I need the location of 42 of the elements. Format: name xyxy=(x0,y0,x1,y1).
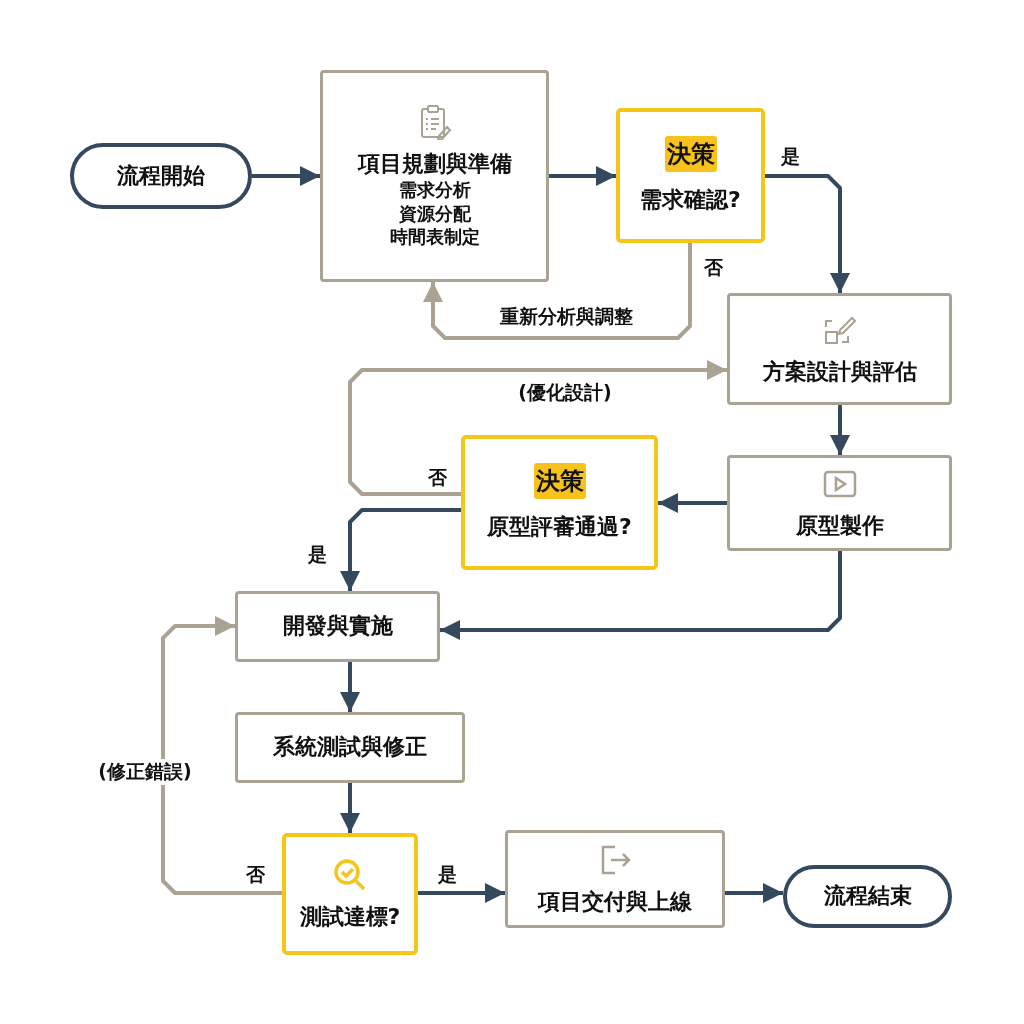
node-label: 項目交付與上線 xyxy=(538,887,692,916)
process-box xyxy=(235,591,440,662)
node-label: 流程結束 xyxy=(823,882,912,911)
arrow xyxy=(418,883,505,903)
process-box xyxy=(320,70,549,282)
arrow xyxy=(340,508,461,591)
node-label: 項目規劃與準備 xyxy=(357,149,512,178)
decision-box xyxy=(616,108,765,243)
highlighted-label: 決策 xyxy=(664,136,717,173)
arrow xyxy=(161,616,282,895)
process-box xyxy=(505,830,725,928)
subtask-text: 需求分析 xyxy=(398,178,471,202)
arrow xyxy=(252,166,320,186)
edge-label: 是 xyxy=(434,862,460,888)
subtask-text: 資源分配 xyxy=(398,201,471,225)
highlighted-label: 決策 xyxy=(533,463,586,500)
arrow xyxy=(725,883,783,903)
edge-label: 是 xyxy=(304,542,330,568)
arrow xyxy=(549,166,616,186)
node-label: 流程開始 xyxy=(117,161,205,190)
arrow xyxy=(830,405,850,455)
node-label: 測試達標? xyxy=(299,902,401,931)
arrow xyxy=(423,243,692,340)
arrow xyxy=(658,493,727,513)
arrow xyxy=(348,360,727,496)
subtask-text: 時間表制定 xyxy=(389,225,480,249)
process-box xyxy=(727,293,952,405)
process-box xyxy=(235,712,465,783)
node-label: 需求確認? xyxy=(640,186,741,215)
node-label: 原型製作 xyxy=(795,511,884,540)
node-label: 方案設計與評估 xyxy=(762,357,917,386)
arrow xyxy=(440,551,842,640)
arrow xyxy=(765,174,850,293)
arrow xyxy=(340,783,360,833)
decision-box xyxy=(461,435,658,570)
node-label: 原型評審通過? xyxy=(487,513,632,542)
decision-box xyxy=(282,833,418,955)
arrow xyxy=(340,662,360,712)
edge-label: 是 xyxy=(777,144,803,170)
node-label: 系統測試與修正 xyxy=(273,733,427,762)
node-label: 開發與實施 xyxy=(282,612,393,641)
process-box xyxy=(727,455,952,551)
